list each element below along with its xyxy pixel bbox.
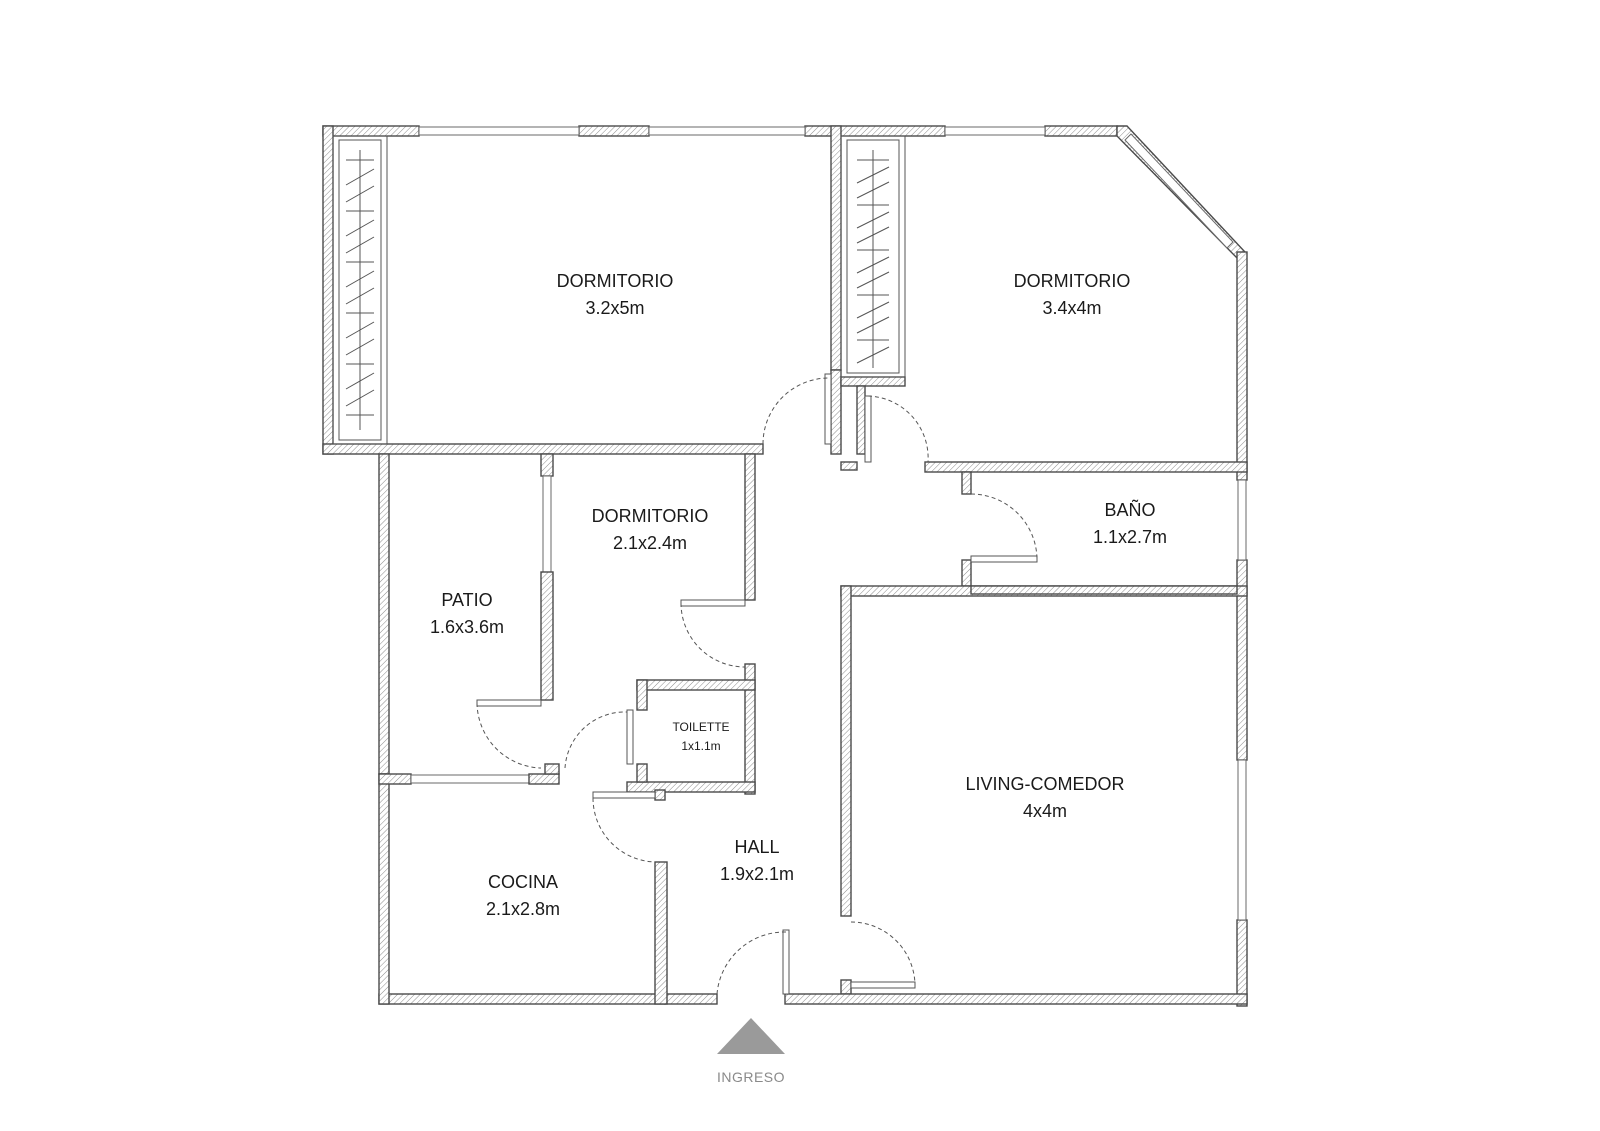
window-living [1237, 759, 1247, 921]
window-top-2 [648, 126, 806, 136]
door-bedroom-2[interactable] [864, 395, 929, 463]
room-size-toilette: 1x1.1m [681, 739, 720, 753]
wall-right-top [1236, 251, 1248, 481]
door-patio[interactable] [476, 699, 542, 769]
wall-right-bottom [1236, 919, 1248, 1007]
entrance-label: INGRESO [717, 1069, 785, 1085]
wall-bano-bottom [970, 585, 1238, 595]
closets [332, 135, 906, 445]
room-name-patio: PATIO [441, 590, 492, 610]
wall-bottom-left [378, 993, 666, 1005]
door-bedroom-1[interactable] [762, 373, 832, 445]
room-size-hall: 1.9x2.1m [720, 864, 794, 884]
wall-left-cocina [378, 773, 390, 1005]
wall-toilette-left-top [636, 679, 648, 711]
doors [476, 373, 1038, 995]
wall-corridor-left [830, 369, 842, 455]
room-name-dormitorio-2: DORMITORIO [1014, 271, 1131, 291]
entrance-marker: INGRESO [717, 1018, 785, 1085]
door-bedroom-3[interactable] [680, 599, 746, 668]
wall-patio-right [540, 571, 554, 701]
wall-stub-low [840, 461, 858, 471]
window-bano [1237, 479, 1247, 561]
room-size-living: 4x4m [1023, 801, 1067, 821]
wall-closet2-bottom [840, 376, 906, 387]
wall-toilette-bottom-stub [654, 789, 666, 801]
room-name-dormitorio-3: DORMITORIO [592, 506, 709, 526]
wall-patio-bottom-left [378, 773, 412, 785]
wall-bano-door-stub-top [961, 471, 972, 495]
room-name-toilette: TOILETTE [672, 720, 729, 734]
wall-patio-door-stub [544, 763, 560, 775]
window-diagonal [1124, 133, 1234, 249]
wall-bottom-hall [664, 993, 718, 1005]
window-top-1 [418, 126, 580, 136]
room-size-dormitorio-3: 2.1x2.4m [613, 533, 687, 553]
wall-bottom-right [784, 993, 1248, 1005]
room-size-dormitorio-1: 3.2x5m [585, 298, 644, 318]
door-bano[interactable] [970, 493, 1038, 563]
room-labels: DORMITORIO 3.2x5m DORMITORIO 3.4x4m DORM… [430, 271, 1167, 919]
wall-left-patio [378, 453, 390, 775]
wall-living-left-stub [840, 979, 852, 995]
wall-bano-door-stub-bottom [961, 559, 972, 587]
door-toilette[interactable] [564, 709, 634, 769]
wall-top-3 [804, 125, 946, 137]
triangle-entry-icon [717, 1018, 785, 1054]
door-cocina[interactable] [592, 791, 656, 863]
room-name-cocina: COCINA [488, 872, 558, 892]
room-size-patio: 1.6x3.6m [430, 617, 504, 637]
wall-top-2 [578, 125, 650, 137]
room-size-dormitorio-2: 3.4x4m [1042, 298, 1101, 318]
door-entrance[interactable] [716, 929, 790, 995]
wall-cocina-right [654, 861, 668, 1005]
wall-left-top [322, 125, 334, 455]
room-name-hall: HALL [734, 837, 779, 857]
wall-bed3-right [744, 453, 756, 601]
room-name-bano: BAÑO [1104, 499, 1155, 520]
room-name-living: LIVING-COMEDOR [965, 774, 1124, 794]
wall-toilette-right [744, 663, 756, 795]
wall-patio-bottom-right [528, 773, 560, 785]
wall-patio-right-top [540, 453, 554, 477]
wall-living-left [840, 585, 852, 917]
wall-bed2-bottom [924, 461, 1248, 473]
room-size-bano: 1.1x2.7m [1093, 527, 1167, 547]
wall-toilette-top [636, 679, 756, 691]
wall-top-4 [1044, 125, 1118, 137]
closet-bedroom-2 [840, 135, 906, 378]
room-name-dormitorio-1: DORMITORIO [557, 271, 674, 291]
closet-bedroom-1 [332, 135, 388, 445]
wall-bed1-bed2 [830, 125, 842, 371]
window-patio [542, 475, 552, 573]
wall-bedroom1-bottom [322, 443, 764, 455]
room-size-cocina: 2.1x2.8m [486, 899, 560, 919]
walls [322, 125, 1248, 1007]
door-living[interactable] [850, 921, 916, 989]
wall-toilette-bottom [626, 781, 756, 793]
window-patio-bottom [410, 774, 530, 784]
wall-corridor-right-stub [856, 385, 866, 455]
wall-top-1 [322, 125, 420, 137]
wall-toilette-left-bottom [636, 763, 648, 783]
window-top-3 [944, 126, 1046, 136]
